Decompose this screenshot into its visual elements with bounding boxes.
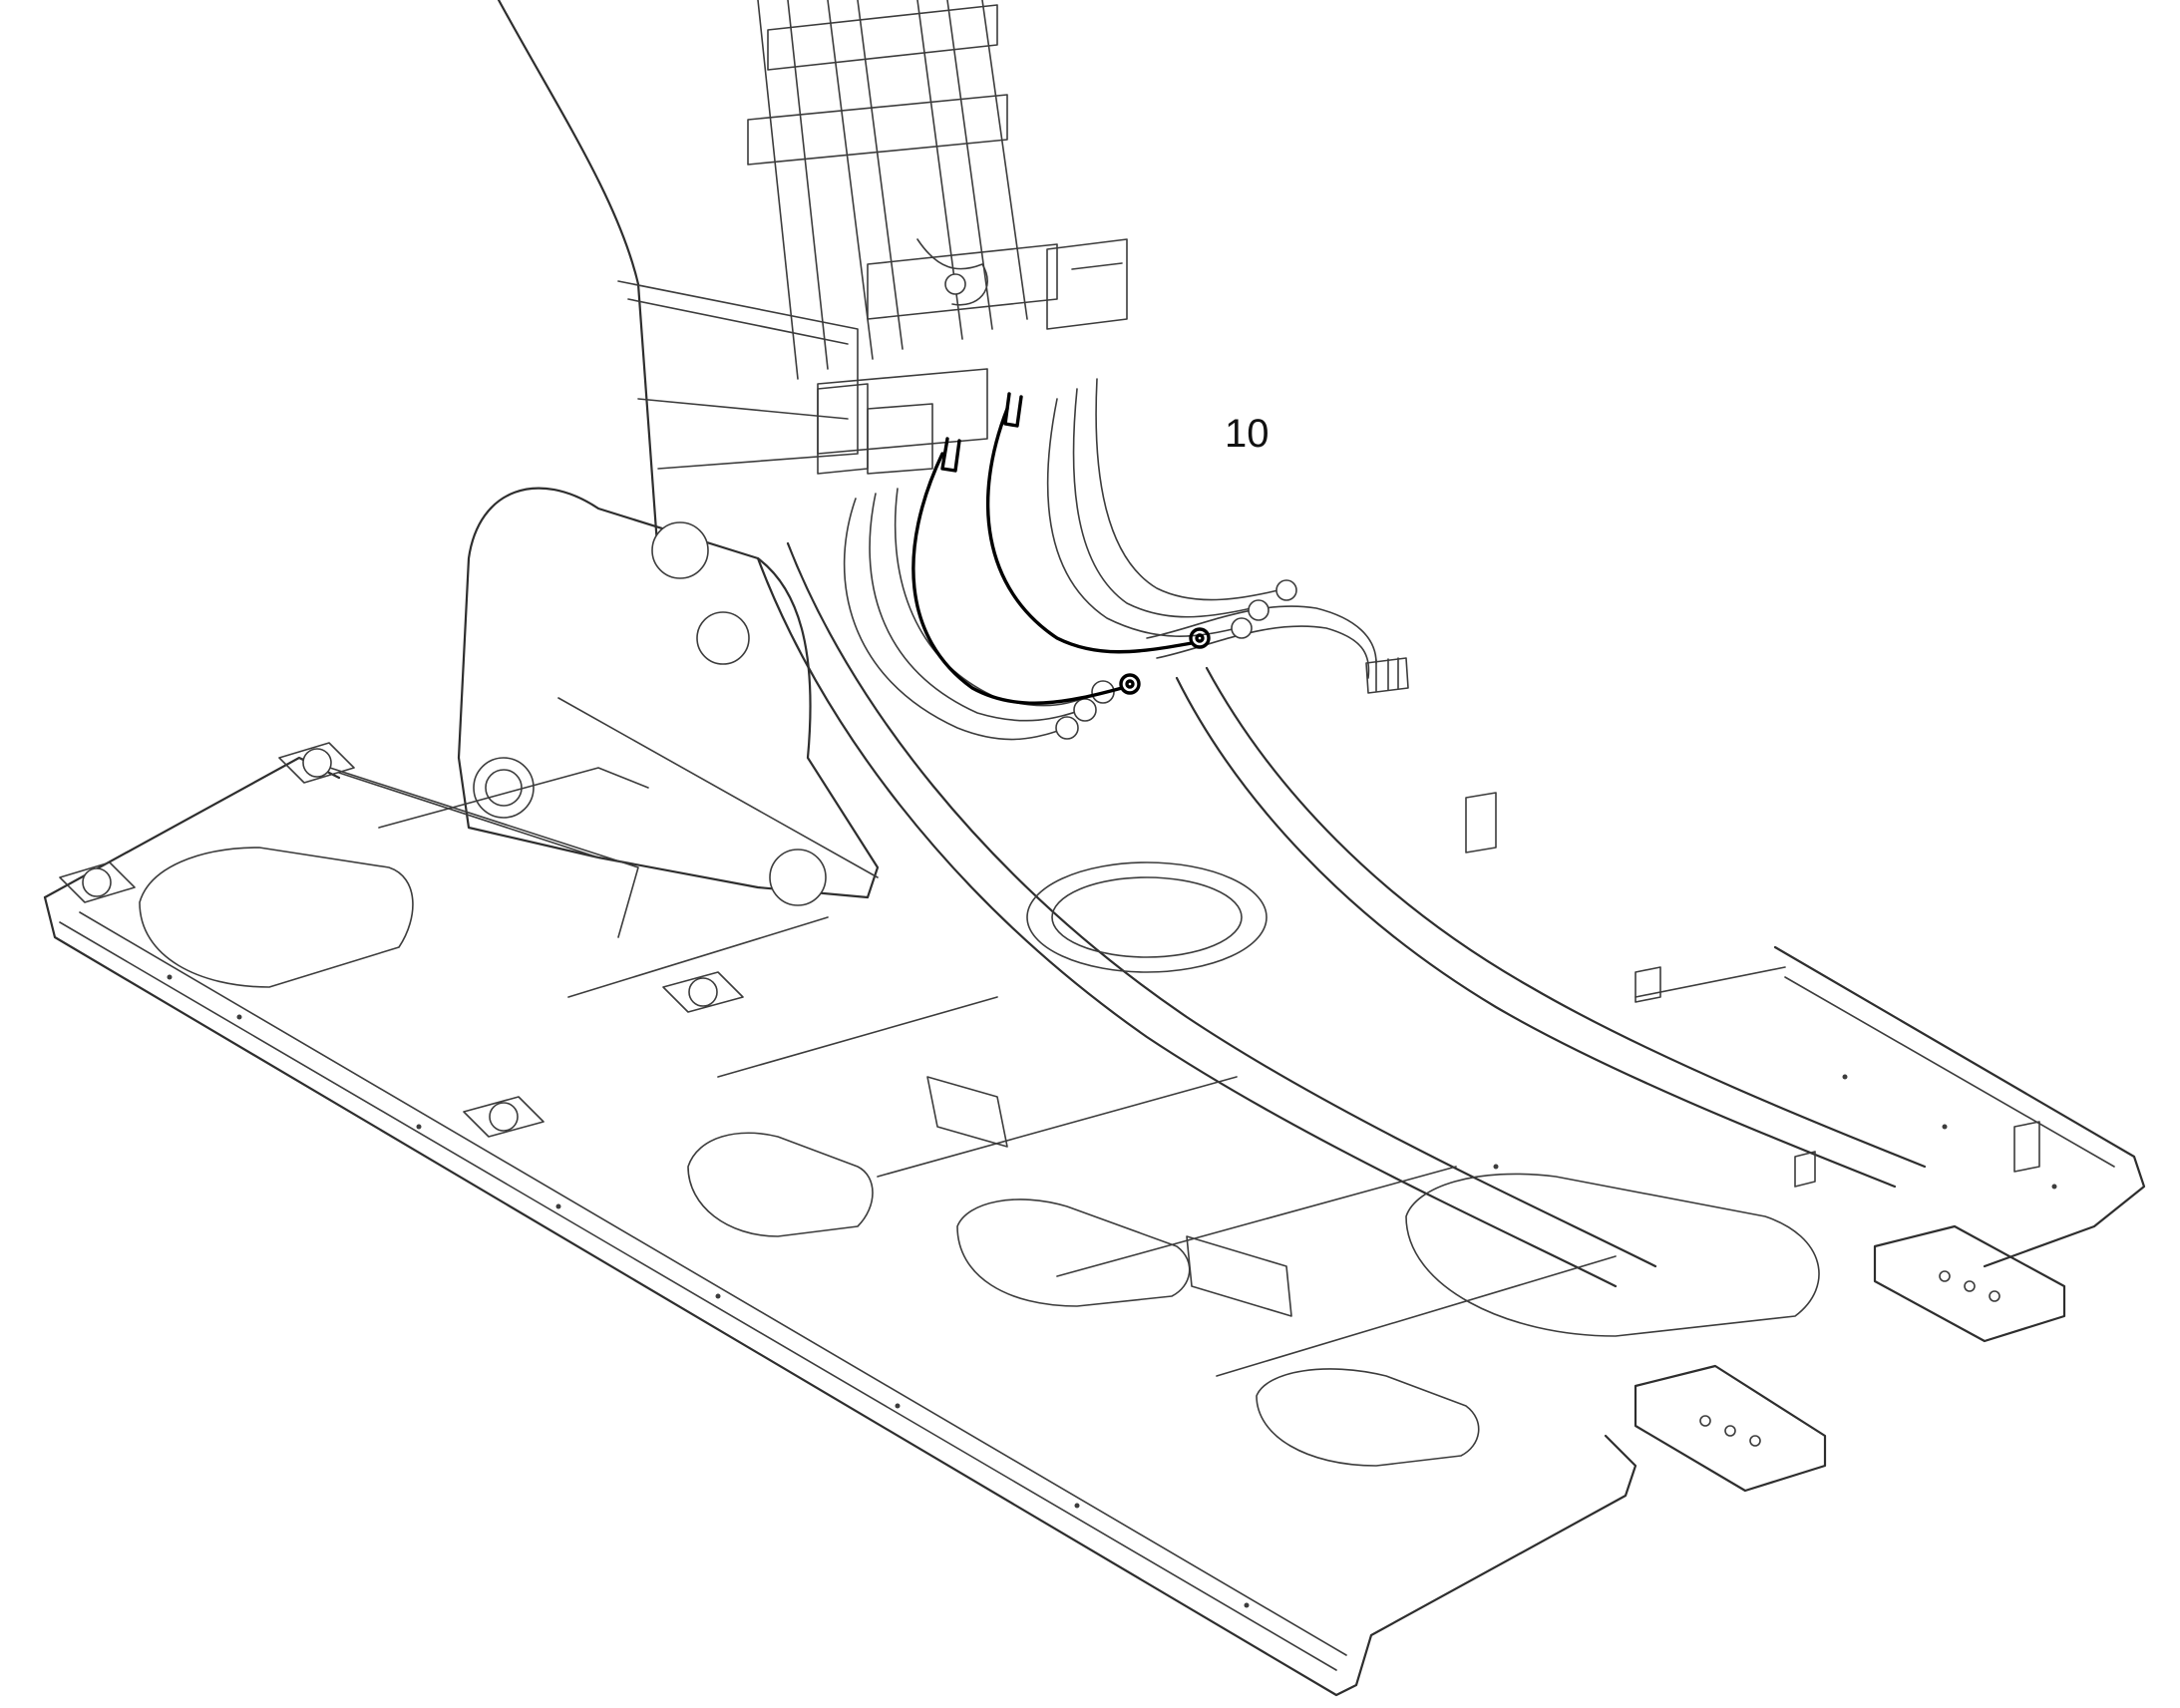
mount-tower: [457, 487, 880, 906]
curved-arm-beams: [756, 541, 1927, 1288]
callout-10: 10: [1225, 412, 1270, 456]
main-frame: [43, 742, 2146, 1697]
hydraulic-hose-bundle: [843, 378, 1409, 741]
highlighted-hose-part-10: [911, 392, 1211, 705]
boom-mast: [497, 0, 1128, 560]
